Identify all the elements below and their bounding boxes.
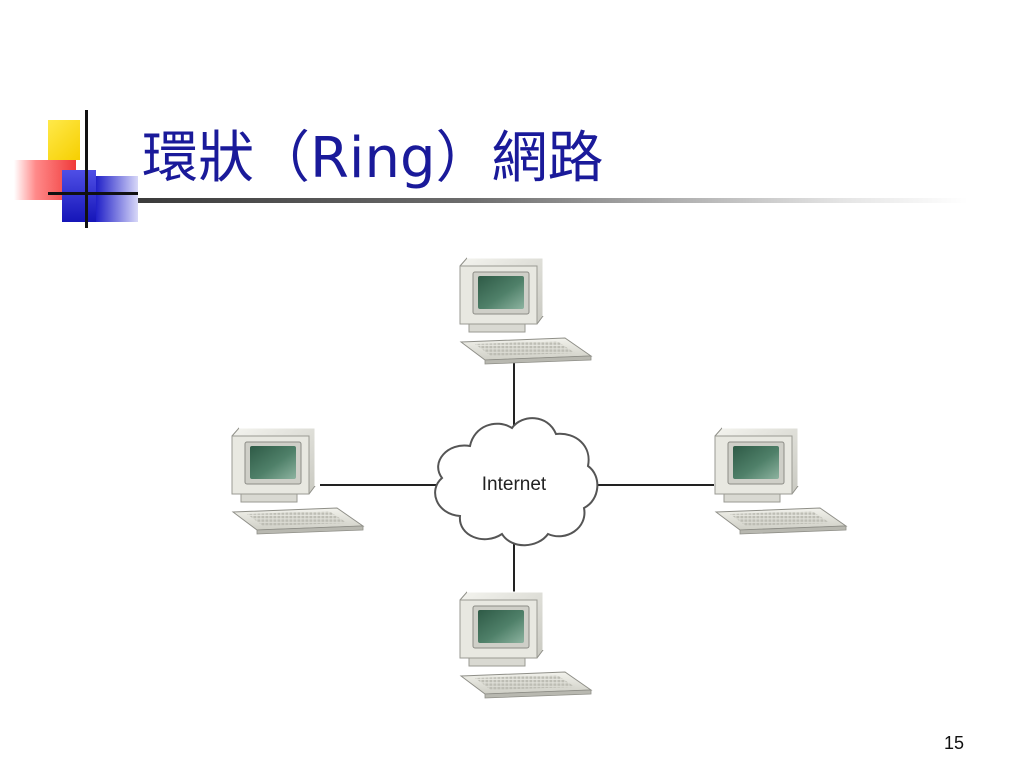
internet-label: Internet bbox=[482, 474, 547, 495]
desktop-computer-icon bbox=[459, 257, 592, 365]
logo-horizontal-line bbox=[48, 192, 138, 195]
page-number: 15 bbox=[943, 733, 964, 753]
desktop-computer-icon bbox=[714, 427, 847, 535]
connection-lines bbox=[320, 358, 714, 594]
logo-vertical-line bbox=[85, 110, 88, 228]
logo-blue-gradient bbox=[96, 176, 138, 222]
desktop-computer-icon bbox=[231, 427, 364, 535]
logo-blue-square bbox=[62, 170, 96, 222]
title-underline bbox=[138, 198, 968, 203]
cloud-icon bbox=[434, 417, 599, 547]
desktop-computer-icon bbox=[459, 591, 592, 699]
slide-title: 環狀（Ring）網路 bbox=[142, 126, 604, 191]
logo-yellow-square bbox=[48, 120, 80, 160]
